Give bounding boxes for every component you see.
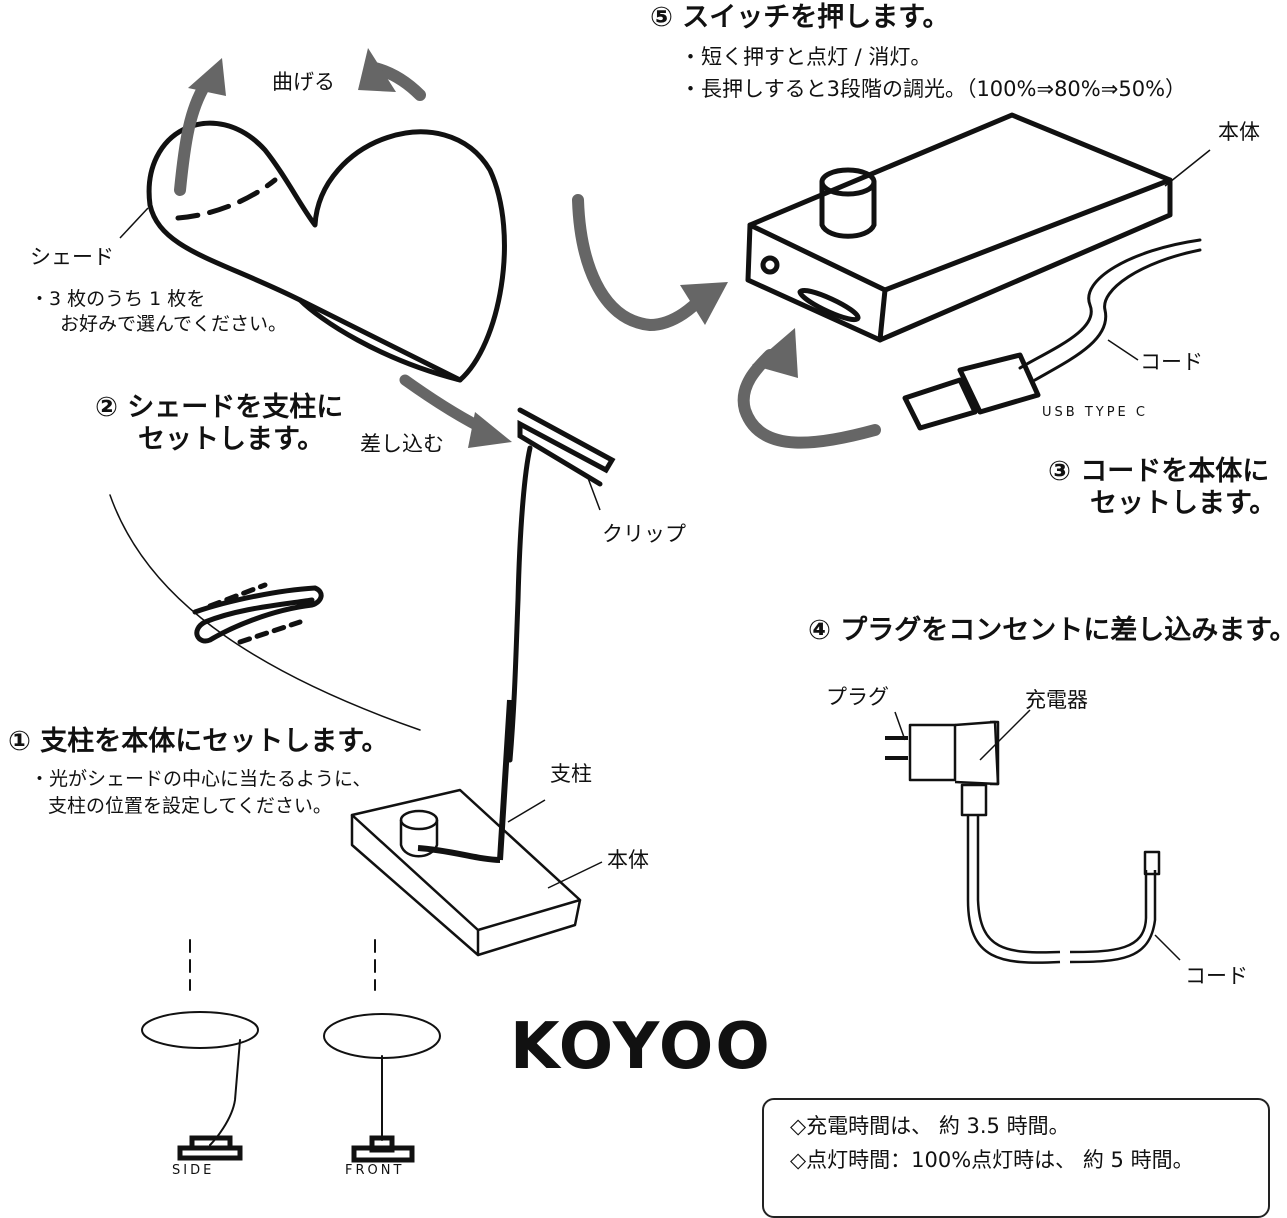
cord-bottom-leader <box>1154 934 1181 961</box>
cord-bottom-label: コード <box>1185 964 1248 988</box>
shade-leader <box>119 207 149 239</box>
step2-title-line2: セットします。 <box>138 424 325 455</box>
cord-arrow <box>737 349 881 449</box>
plug-leader <box>894 711 906 741</box>
lighting-time-line: ◇点灯時間：100%点灯時は、 約 5 時間。 <box>790 1148 1194 1172</box>
step1-title: ① 支柱を本体にセットします。 <box>8 726 389 757</box>
base-body-leader <box>547 861 603 889</box>
arrow-up-head-right <box>358 48 396 92</box>
charger-drawing <box>885 720 1161 964</box>
arrow-up-head-left <box>188 58 226 96</box>
step5-title: ⑤ スイッチを押します。 <box>650 2 950 33</box>
cord-arrow-head <box>752 328 798 378</box>
insert-label: 差し込む <box>360 432 444 456</box>
side-front-diagrams <box>141 939 441 1163</box>
shade-label: シェード <box>30 245 114 269</box>
koyoo-logo: KOYOO <box>510 1010 772 1084</box>
shade-note-line2: お好みで選んでください。 <box>60 313 288 335</box>
bend-label: 曲げる <box>272 70 335 94</box>
cord-top-label: コード <box>1140 350 1203 374</box>
charger-leader <box>979 709 1031 761</box>
side-label: SIDE <box>172 1163 215 1178</box>
step4-title: ④ プラグをコンセントに差し込みます。 <box>808 615 1287 646</box>
shade-note-line1: ・3 枚のうち 1 枚を <box>30 288 206 310</box>
shade-clip-detail <box>109 494 421 731</box>
step5-line1: ・短く押すと点灯 / 消灯。 <box>680 45 932 69</box>
body-bottom-label: 本体 <box>607 848 649 872</box>
pole-leader <box>507 799 546 823</box>
pole-label: 支柱 <box>550 762 592 786</box>
body-top-label: 本体 <box>1218 120 1260 144</box>
usb-cord-drawing <box>902 238 1202 431</box>
body-top-leader <box>1164 149 1211 187</box>
insert-arrow-head <box>468 412 512 448</box>
cord-top-leader <box>1107 339 1139 361</box>
charger-label: 充電器 <box>1025 688 1088 712</box>
charge-time-line: ◇充電時間は、 約 3.5 時間。 <box>790 1114 1070 1138</box>
usb-typec-label: USB TYPE C <box>1042 405 1148 420</box>
plug-label: プラグ <box>826 685 889 709</box>
clip-drawing <box>507 407 616 763</box>
assembly-illustration <box>109 48 1211 1163</box>
lamp-body-topright <box>745 112 1173 343</box>
switch-arrow <box>572 194 711 332</box>
step5-line2: ・長押しすると3段階の調光。（100%⇒80%⇒50%） <box>680 77 1187 101</box>
clip-label: クリップ <box>602 522 686 546</box>
step3-title-line1: ③ コードを本体に <box>1048 456 1270 487</box>
step3-title-line2: セットします。 <box>1090 488 1277 519</box>
lamp-base-drawing <box>350 699 582 957</box>
step1-line1: ・光がシェードの中心に当たるように、 <box>30 768 372 790</box>
switch-arrow-head <box>680 282 728 325</box>
step2-title-line1: ② シェードを支柱に <box>95 392 344 423</box>
front-label: FRONT <box>345 1163 405 1178</box>
shade-drawing <box>146 120 507 383</box>
clip-leader <box>587 477 601 511</box>
step1-line2: 支柱の位置を設定してください。 <box>48 795 332 817</box>
